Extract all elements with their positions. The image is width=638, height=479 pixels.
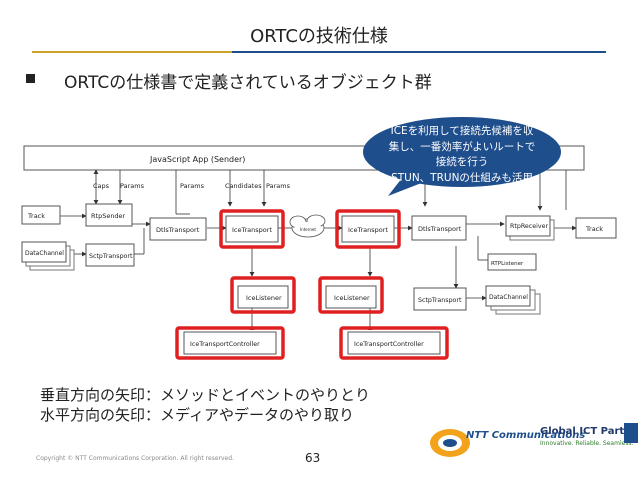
footnote-horizontal-arrows: 水平方向の矢印：メディアやデータのやり取り bbox=[40, 406, 354, 424]
left-dtlstransport-box: DtlsTransport bbox=[149, 217, 207, 241]
left-datachannel-label: DataChannel bbox=[25, 250, 64, 257]
left-icetransport-highlight bbox=[219, 209, 285, 249]
left-icelistener-highlight bbox=[230, 276, 296, 314]
left-dtlstransport-label: DtlsTransport bbox=[156, 226, 200, 234]
callout-line-3: 接続を行う bbox=[435, 156, 489, 168]
right-icetransportcontroller-box: IceTransportController bbox=[339, 326, 449, 360]
callout-line-1: ICEを利用して接続先候補を収 bbox=[390, 125, 534, 137]
param-label-params-2: Params bbox=[180, 182, 205, 190]
right-icetransport-box: IceTransport bbox=[335, 209, 401, 249]
ice-callout-text: ICEを利用して接続先候補を収 集し、一番効率がよいルートで 接続を行う STU… bbox=[358, 124, 566, 186]
left-sctptransport-box: SctpTransport bbox=[85, 243, 135, 267]
param-label-params-3: Params bbox=[266, 182, 291, 190]
param-label-params-1: Params bbox=[120, 182, 145, 190]
ntt-logo bbox=[430, 429, 470, 457]
right-icelistener-highlight bbox=[318, 276, 384, 314]
left-rtpsender-box: RtpSender bbox=[85, 203, 133, 227]
param-label-candidates: Candidates bbox=[225, 182, 262, 190]
title-underline-gold bbox=[32, 51, 232, 53]
bullet-item: ORTCの仕様書で定義されているオブジェクト群 bbox=[26, 66, 616, 93]
ntt-logo-wordmark: NTT Communications bbox=[466, 430, 586, 441]
left-track-label: Track bbox=[27, 212, 45, 220]
callout-line-2: 集し、一番効率がよいルートで bbox=[388, 140, 536, 153]
left-datachannel-box: DataChannel bbox=[21, 241, 75, 271]
logo-tagline: Innovative. Reliable. Seamless. bbox=[540, 440, 634, 447]
right-rtplistener-label: RTPListener bbox=[491, 261, 524, 267]
footnote-vertical-arrows: 垂直方向の矢印：メソッドとイベントのやりとり bbox=[40, 386, 371, 404]
right-sctptransport-box: SctpTransport bbox=[413, 287, 467, 311]
javascript-app-label: JavaScript App (Sender) bbox=[149, 155, 245, 164]
right-icetransportcontroller-highlight bbox=[339, 326, 449, 360]
left-track-box: Track bbox=[21, 205, 61, 225]
left-icetransport-box: IceTransport bbox=[219, 209, 285, 249]
copyright-text: Copyright © NTT Communications Corporati… bbox=[36, 455, 234, 462]
internet-label: Internet bbox=[300, 227, 316, 232]
corner-accent-bar bbox=[624, 423, 638, 443]
right-track-label: Track bbox=[585, 225, 603, 233]
left-icetransportcontroller-label: IceTransportController bbox=[190, 341, 260, 348]
right-dtlstransport-label: DtlsTransport bbox=[418, 225, 462, 233]
right-icetransportcontroller-label: IceTransportController bbox=[354, 341, 424, 348]
left-icetransport-label: IceTransport bbox=[232, 226, 272, 234]
right-rtpreceiver-label: RtpReceiver bbox=[510, 223, 548, 230]
right-track-box: Track bbox=[575, 217, 617, 239]
bullet-text: ORTCの仕様書で定義されているオブジェクト群 bbox=[64, 73, 432, 93]
right-datachannel-label: DataChannel bbox=[489, 294, 528, 301]
right-icelistener-label: IceListener bbox=[334, 294, 370, 302]
internet-cloud: Internet bbox=[289, 214, 326, 238]
title-underline-blue bbox=[232, 51, 606, 53]
app-vertical-arrows bbox=[93, 169, 567, 215]
callout-line-4: STUN、TRUNの仕組みも活用 bbox=[391, 171, 533, 184]
left-icetransportcontroller-highlight bbox=[175, 326, 285, 360]
right-sctptransport-label: SctpTransport bbox=[418, 297, 462, 304]
logo-partner-text: Global ICT Partner bbox=[540, 426, 638, 437]
right-icelistener-box: IceListener bbox=[318, 276, 384, 314]
right-dtlstransport-box: DtlsTransport bbox=[411, 215, 467, 241]
right-rtpreceiver-box: RtpReceiver bbox=[505, 215, 555, 241]
page-number: 63 bbox=[305, 451, 321, 465]
param-label-caps: Caps bbox=[93, 182, 110, 190]
slide-title: ORTCの技術仕様 bbox=[250, 26, 388, 47]
left-sctptransport-label: SctpTransport bbox=[89, 253, 133, 260]
right-icetransport-highlight bbox=[335, 209, 401, 249]
right-datachannel-box: DataChannel bbox=[485, 285, 541, 315]
left-icetransportcontroller-box: IceTransportController bbox=[175, 326, 285, 360]
bullet-square-icon bbox=[26, 74, 35, 83]
right-rtplistener-box: RTPListener bbox=[487, 253, 537, 271]
ice-callout-bubble bbox=[363, 117, 561, 196]
left-rtpsender-label: RtpSender bbox=[91, 212, 126, 220]
right-icetransport-label: IceTransport bbox=[348, 226, 388, 234]
left-icelistener-box: IceListener bbox=[230, 276, 296, 314]
left-icelistener-label: IceListener bbox=[246, 294, 282, 302]
